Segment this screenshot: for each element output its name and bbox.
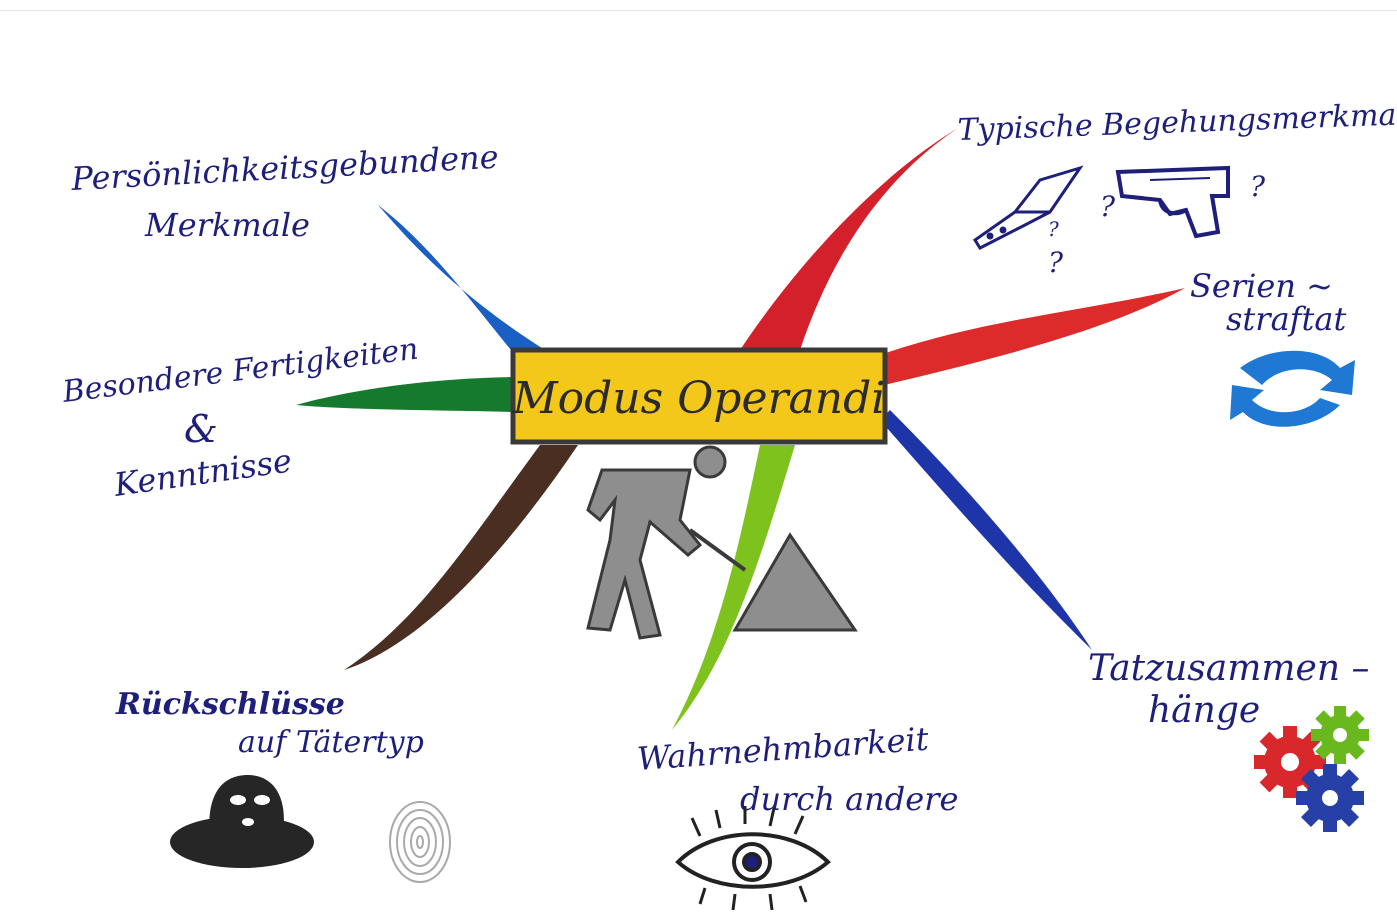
- center-node: Modus Operandi: [512, 350, 886, 442]
- label-personality-line2: Merkmale: [144, 206, 310, 244]
- branch-green-left: [296, 377, 515, 412]
- label-personality-line1: Persönlichkeitsgebundene: [69, 138, 499, 198]
- label-series-line2: straftat: [1226, 300, 1346, 338]
- label-typical-line1: Typische Begehungsmerkmale: [957, 97, 1397, 148]
- svg-text:?: ?: [1048, 217, 1059, 241]
- label-connections-line2: hänge: [1148, 690, 1260, 731]
- eye-icon: [678, 806, 828, 910]
- label-inference-line2: auf Tätertyp: [238, 725, 424, 760]
- svg-text:?: ?: [1048, 246, 1064, 279]
- gears-icon: [1254, 706, 1369, 832]
- branch-brown-bottom-left: [344, 445, 578, 670]
- question-mark-icon: ? ? ? ?: [1048, 170, 1266, 279]
- center-label: Modus Operandi: [512, 373, 886, 424]
- label-inference-line1: Rückschlüsse: [115, 687, 345, 722]
- branch-red-right: [880, 288, 1185, 385]
- branch-blue-bottom-right: [880, 410, 1092, 650]
- svg-text:?: ?: [1250, 170, 1266, 203]
- label-perception-line1: Wahrnehmbarkeit: [636, 720, 930, 778]
- label-connections-line1: Tatzusammen –: [1088, 648, 1369, 689]
- masked-burglar-icon: [170, 775, 314, 868]
- pistol-icon: [1118, 168, 1228, 236]
- knife-icon: [975, 168, 1080, 248]
- svg-text:?: ?: [1100, 190, 1116, 223]
- fingerprint-icon: [390, 802, 450, 882]
- label-skills-line2: &: [184, 407, 218, 451]
- branch-red-top-right: [740, 128, 958, 350]
- recycle-arrows-icon: [1230, 351, 1355, 427]
